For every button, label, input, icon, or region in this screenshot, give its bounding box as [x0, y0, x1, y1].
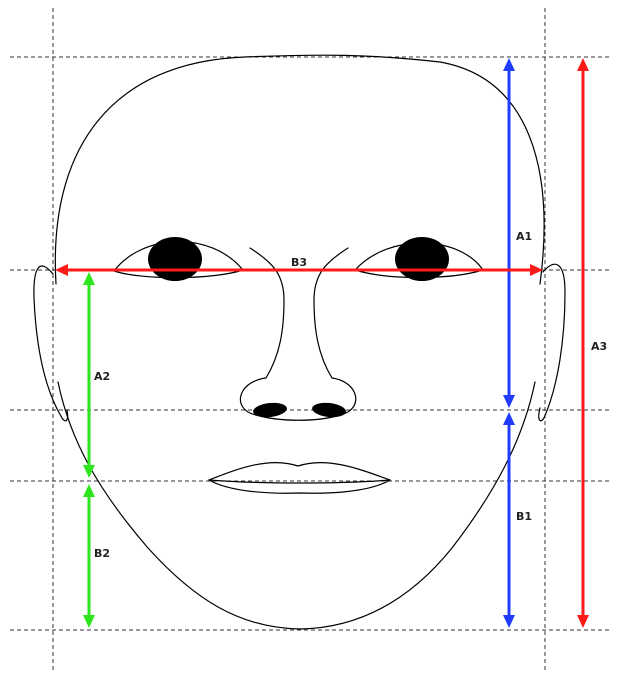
right-pupil — [395, 237, 449, 281]
arrowhead-end-b2 — [83, 615, 95, 628]
jaw-outline — [58, 382, 535, 629]
arrowhead-end-a2 — [83, 465, 95, 478]
measure-arrow-b1 — [503, 412, 515, 628]
arrowhead-end-b1 — [503, 615, 515, 628]
nose-bridge-left — [250, 248, 284, 378]
measure-arrow-a3 — [577, 58, 589, 628]
label-a1: A1 — [516, 230, 532, 243]
label-b3: B3 — [291, 256, 307, 269]
label-b2: B2 — [94, 547, 110, 560]
reference-guides — [10, 8, 612, 672]
label-b1: B1 — [516, 510, 532, 523]
label-a3: A3 — [591, 340, 607, 353]
arrowhead-start-b3 — [55, 264, 68, 276]
arrowhead-start-b2 — [83, 484, 95, 497]
arrowhead-end-a1 — [503, 395, 515, 408]
right-nostril — [311, 401, 346, 418]
arrowhead-start-a3 — [577, 58, 589, 71]
arrowhead-end-a3 — [577, 615, 589, 628]
mouth — [209, 463, 390, 494]
nose-bridge-right — [314, 248, 348, 378]
measure-arrow-a1 — [503, 58, 515, 408]
left-ear — [34, 266, 68, 421]
right-ear — [539, 264, 565, 421]
left-eye — [114, 237, 243, 281]
left-pupil — [148, 237, 202, 281]
upper-lip — [209, 463, 390, 480]
measurements — [55, 58, 589, 628]
head-outline — [55, 55, 544, 284]
nose — [240, 248, 355, 420]
arrowhead-start-a1 — [503, 58, 515, 71]
label-a2: A2 — [94, 370, 110, 383]
right-eye — [355, 237, 483, 281]
left-nostril — [252, 401, 287, 418]
arrowhead-start-a2 — [83, 272, 95, 285]
arrowhead-start-b1 — [503, 412, 515, 425]
